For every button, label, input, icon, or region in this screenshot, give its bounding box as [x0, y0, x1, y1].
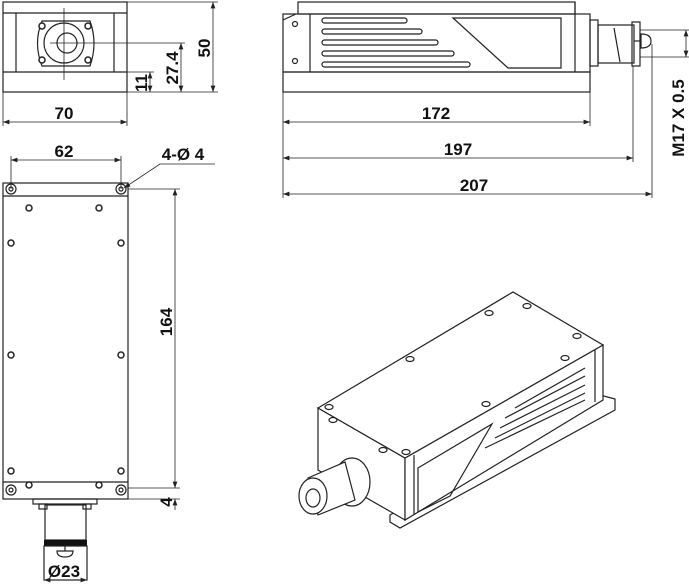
dim-axis-height: 27.4: [163, 51, 182, 85]
iso-vent-slots: [484, 367, 586, 449]
flange-plate: [36, 20, 95, 67]
vent-slots: [321, 17, 471, 68]
iso-connector: [298, 457, 371, 516]
dim-width: 70: [55, 104, 74, 123]
iso-screws: [324, 302, 582, 456]
dim-total-length: 207: [460, 176, 488, 195]
top-view: 62 4-Ø 4 164 4 Ø23: [2, 142, 215, 583]
screws: [7, 204, 125, 489]
top-connector: [32, 498, 98, 581]
dim-base-height: 11: [132, 74, 151, 92]
mounting-holes: [5, 183, 127, 496]
dim-body-length: 172: [422, 104, 450, 123]
dim-connector-diameter: Ø23: [48, 562, 80, 581]
side-connector: [589, 19, 652, 67]
iso-window: [417, 422, 494, 513]
dim-offset: 4: [157, 497, 176, 507]
front-view: 50 27.4 11 70: [2, 1, 218, 126]
dim-thread: M17 X 0.5: [669, 79, 688, 157]
dim-length: 164: [157, 307, 176, 336]
isometric-view: [298, 291, 616, 529]
dim-length-to-connector: 197: [444, 140, 472, 159]
top-face: [316, 291, 605, 459]
side-view: 172 197 207 M17 X 0.5: [282, 1, 689, 198]
dim-hole-spacing: 62: [55, 142, 74, 161]
dim-holes: 4-Ø 4: [162, 145, 205, 164]
dim-height: 50: [195, 39, 214, 58]
window-panel: [451, 17, 562, 69]
